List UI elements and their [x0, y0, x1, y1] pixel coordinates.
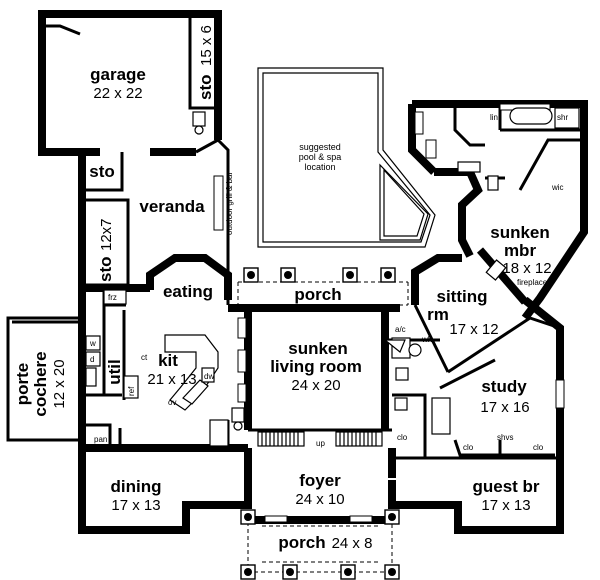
dining-dims: 17 x 13: [111, 497, 160, 514]
veranda-name: veranda: [139, 197, 205, 216]
clo-living-label: clo: [397, 433, 408, 442]
util-name: util: [105, 359, 124, 385]
column: [240, 564, 256, 580]
pool-area: [257, 67, 436, 248]
guest-name: guest br: [472, 477, 539, 496]
sitting-dims: 17 x 12: [449, 321, 498, 338]
lin-label: lin: [490, 113, 498, 122]
porte-cochere-name1: porte: [13, 363, 32, 406]
d-label: d: [90, 355, 94, 364]
mbr-name1: sunken: [490, 223, 550, 242]
sto-top-dims: 15 x 6: [198, 25, 215, 66]
up-label: up: [316, 439, 325, 448]
pool-label-2: pool & spa: [299, 152, 342, 162]
sitting-name1: sitting: [437, 287, 488, 306]
pool-label-3: location: [304, 162, 335, 172]
ac-label: a/c: [395, 325, 406, 334]
pan-label: pan: [94, 435, 107, 444]
dw-label: dw: [204, 372, 214, 381]
column: [280, 267, 296, 283]
ov-label: ov: [168, 398, 176, 407]
ct-label: ct: [141, 353, 148, 362]
mbr-name2: mbr: [504, 241, 537, 260]
sto-top-name: sto: [196, 75, 215, 101]
column: [340, 564, 356, 580]
guest-dims: 17 x 13: [481, 497, 530, 514]
foyer-dims: 24 x 10: [295, 491, 344, 508]
sto-side-name: sto: [96, 257, 115, 283]
rear-porch: [237, 281, 409, 306]
columns: [240, 267, 400, 580]
dining-name: dining: [111, 477, 162, 496]
fireplace-label: fireplace: [517, 278, 548, 287]
eating-name: eating: [163, 282, 213, 301]
fixtures: [85, 107, 580, 447]
porte-cochere-dims: 12 x 20: [51, 359, 68, 408]
mbr-dims: 18 x 12: [502, 260, 551, 277]
study-name: study: [481, 377, 527, 396]
ref-label: ref: [127, 386, 136, 396]
garage-name: garage: [90, 65, 146, 84]
pool-label-1: suggested: [299, 142, 341, 152]
wic-label: wic: [551, 183, 564, 192]
column: [384, 564, 400, 580]
study-dims: 17 x 16: [480, 399, 529, 416]
shr-label: shr: [557, 113, 568, 122]
column: [240, 509, 256, 525]
foyer-name: foyer: [299, 471, 341, 490]
w-label: w: [89, 339, 96, 348]
clo-study1-label: clo: [463, 443, 474, 452]
grill-label: outdoor grill & bar: [225, 172, 234, 235]
frz-label: frz: [108, 293, 117, 302]
living-name2: living room: [270, 357, 362, 376]
porch-front-name: porch: [278, 533, 325, 552]
porch-front-dims: 24 x 8: [332, 535, 373, 552]
sto-side-dims: 12x7: [98, 218, 115, 251]
column: [384, 509, 400, 525]
garage-dims: 22 x 22: [93, 85, 142, 102]
column: [342, 267, 358, 283]
shvs-label: shvs: [497, 433, 513, 442]
column: [282, 564, 298, 580]
front-porch: [247, 522, 393, 573]
kit-name: kit: [158, 351, 178, 370]
interior-walls: [80, 14, 584, 478]
column: [243, 267, 259, 283]
sto-small-name: sto: [89, 162, 115, 181]
windows: [213, 103, 565, 523]
porte-cochere-name2: cochere: [31, 351, 50, 416]
stairs: [257, 431, 383, 447]
wh-label: wh: [421, 335, 432, 344]
porch-mid-name: porch: [294, 285, 341, 304]
sitting-name2: rm: [427, 305, 449, 324]
clo-study2-label: clo: [533, 443, 544, 452]
column: [380, 267, 396, 283]
kit-dims: 21 x 13: [147, 371, 196, 388]
living-dims: 24 x 20: [291, 377, 340, 394]
living-name1: sunken: [288, 339, 348, 358]
